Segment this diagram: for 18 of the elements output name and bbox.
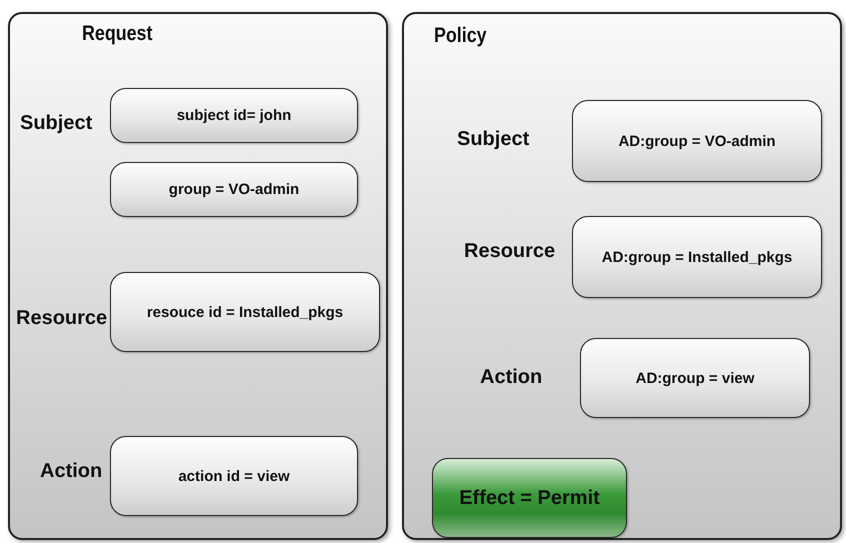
rounded-box: AD:group = VO-admin <box>572 100 822 182</box>
rounded-box: action id = view <box>110 436 358 516</box>
panel-title: Request <box>82 22 152 46</box>
side-label: Resource <box>16 307 108 330</box>
side-label: Resource <box>464 240 556 263</box>
result-box: Effect = Permit <box>432 458 627 538</box>
rounded-box: subject id= john <box>110 88 358 143</box>
side-label: Subject <box>20 112 92 135</box>
rounded-box: AD:group = Installed_pkgs <box>572 216 822 298</box>
rounded-box: group = VO-admin <box>110 162 358 217</box>
rounded-box: resouce id = Installed_pkgs <box>110 272 380 352</box>
panel-title: Policy <box>434 24 487 48</box>
side-label: Subject <box>457 128 530 151</box>
rounded-box: AD:group = view <box>580 338 810 418</box>
panel <box>402 12 842 540</box>
side-label: Action <box>480 366 542 389</box>
side-label: Action <box>40 460 102 483</box>
panel <box>8 12 388 540</box>
